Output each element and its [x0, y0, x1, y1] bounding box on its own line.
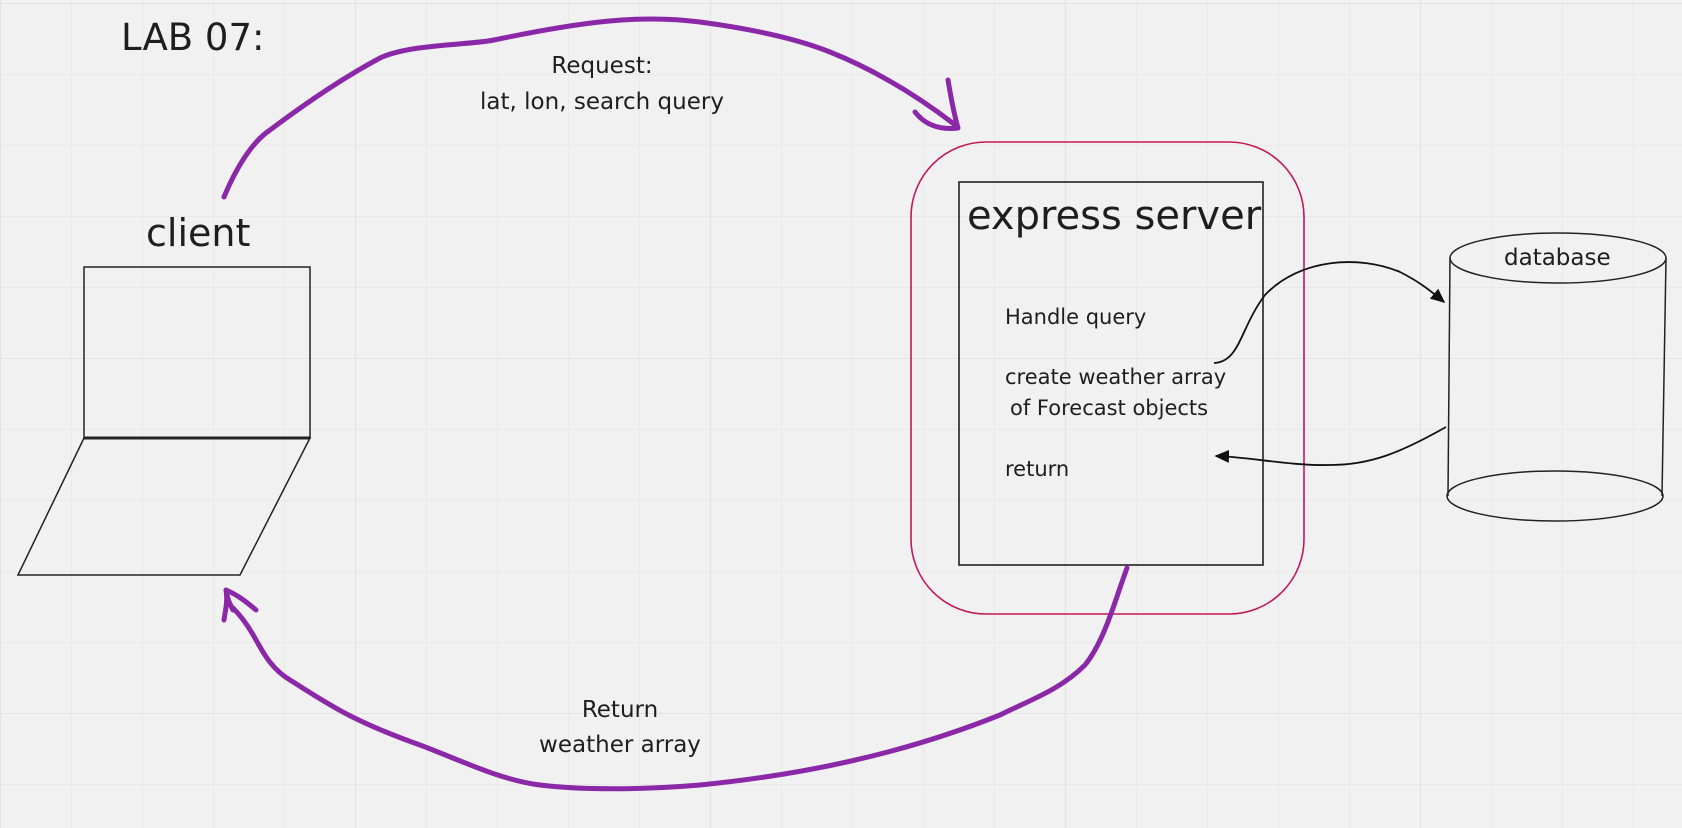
- client-label: client: [146, 211, 251, 255]
- db-response-arrow: [1214, 426, 1447, 466]
- laptop-keyboard: [16, 437, 312, 576]
- server-box: [958, 181, 1264, 566]
- return-label-line-2: weather array: [539, 732, 701, 758]
- return-arrow: [221, 565, 1130, 792]
- request-label: Request: lat, lon, search query: [472, 48, 732, 120]
- server-step-handle-query: Handle query: [1005, 305, 1147, 329]
- request-arrow: [221, 16, 961, 200]
- return-label-line-1: Return: [581, 697, 659, 723]
- database-icon: [1446, 232, 1667, 522]
- server-step-create-array: create weather array: [1005, 365, 1227, 389]
- query-arrow: [1213, 261, 1446, 364]
- laptop-icon: [16, 266, 312, 576]
- database-label: database: [1504, 245, 1611, 271]
- laptop-screen: [83, 266, 311, 439]
- request-label-line-2: lat, lon, search query: [480, 89, 724, 115]
- request-label-line-1: Request:: [551, 53, 653, 79]
- server-step-forecast-objects: of Forecast objects: [1010, 396, 1209, 420]
- return-label: Return weather array: [520, 693, 720, 763]
- diagram-title: LAB 07:: [121, 16, 265, 59]
- server-container: [910, 141, 1305, 615]
- server-title: express server: [967, 193, 1262, 239]
- server-step-return: return: [1005, 457, 1070, 481]
